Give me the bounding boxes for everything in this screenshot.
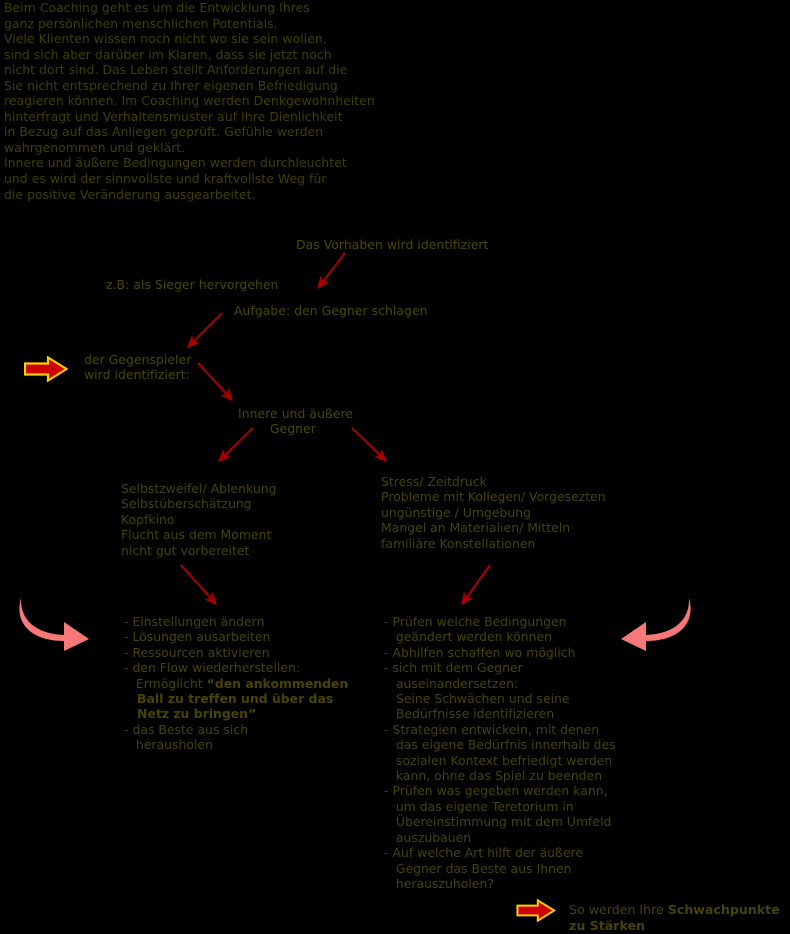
list-innere-gegner: Selbstzweifel/ Ablenkung Selbstüberschät… bbox=[121, 481, 277, 558]
node-innere-aeussere-gegner: Innere und äußere Gegner bbox=[238, 406, 354, 437]
arrow-innere-to-actions bbox=[180, 564, 217, 606]
arrow-gegenspieler-to-gegner bbox=[197, 362, 233, 402]
node-beispiel: z.B: als Sieger hervorgehen bbox=[106, 277, 279, 292]
arrow-aeussere-to-actions bbox=[461, 564, 491, 606]
actions-left-part2: - das Beste aus sich herausholen bbox=[124, 721, 249, 753]
right-block-arrow-icon bbox=[24, 356, 68, 382]
footer-message: So werden Ihre Schwachpunkte zu Stärken bbox=[569, 902, 780, 934]
node-aufgabe: Aufgabe: den Gegner schlagen bbox=[234, 303, 428, 318]
list-actions-innere: - Einstellungen ändern - Lösungen ausarb… bbox=[124, 614, 389, 753]
arrow-gegner-to-aeussere bbox=[351, 427, 388, 463]
footer-emphasis: Schwachpunkte zu Stärken bbox=[569, 902, 780, 933]
arrow-vorhaben-to-aufgabe bbox=[317, 252, 346, 290]
intro-paragraph: Beim Coaching geht es um die Entwicklung… bbox=[4, 0, 375, 202]
list-aeussere-gegner: Stress/ Zeitdruck Probleme mit Kollegen/… bbox=[381, 474, 606, 551]
arrow-aufgabe-to-gegenspieler bbox=[186, 312, 223, 349]
node-gegenspieler: der Gegenspieler wird identifiziert: bbox=[84, 352, 192, 383]
right-block-arrow-icon-footer bbox=[516, 899, 556, 922]
footer-prefix: So werden Ihre bbox=[569, 902, 668, 917]
curved-arrow-left-icon bbox=[621, 598, 691, 651]
actions-left-quote: “den ankommenden Ball zu treffen und übe… bbox=[137, 675, 349, 722]
actions-left-part1: - Einstellungen ändern - Lösungen ausarb… bbox=[124, 614, 301, 691]
curved-arrow-right-icon bbox=[19, 598, 89, 651]
node-vorhaben: Das Vorhaben wird identifiziert bbox=[296, 237, 489, 252]
list-actions-aeussere: - Prüfen welche Bedingungen geändert wer… bbox=[384, 614, 616, 891]
